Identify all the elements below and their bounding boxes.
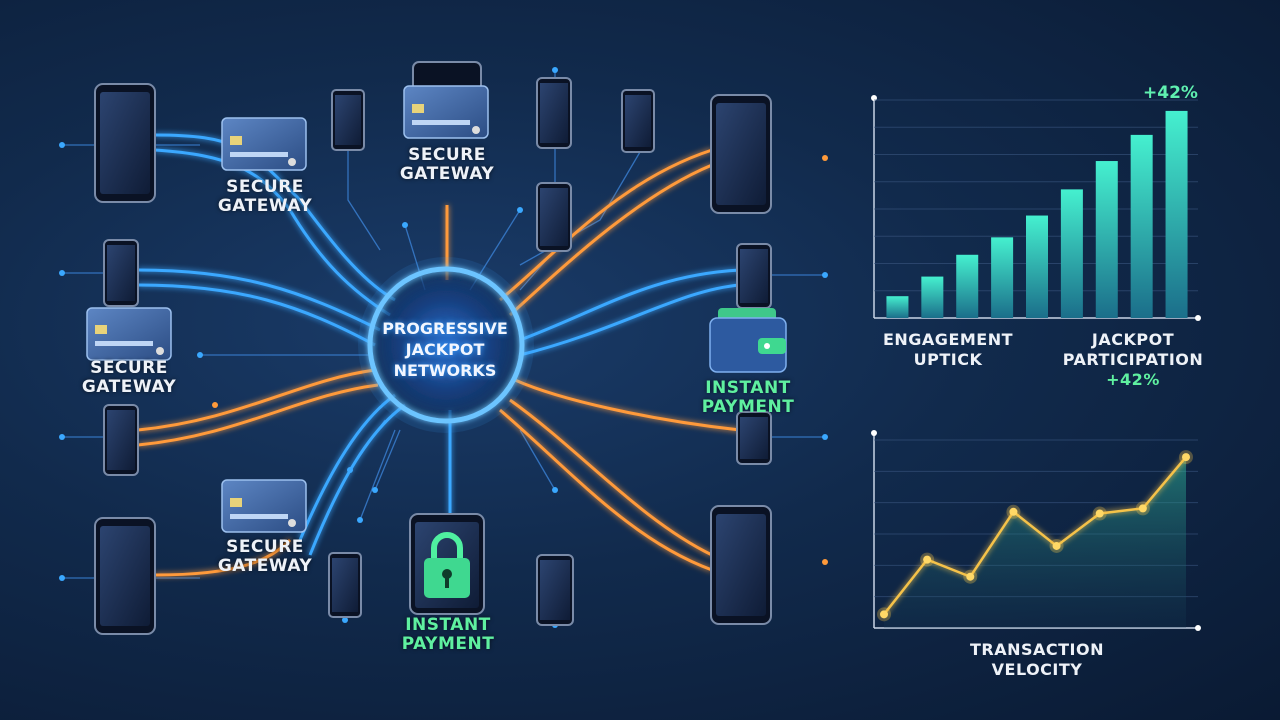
data-point [1095,509,1104,518]
phone-icon [710,505,772,625]
data-point [1009,507,1018,516]
bar [1026,215,1048,318]
phone-icon [736,243,772,309]
card-icon [86,307,172,361]
phone-icon [328,552,362,618]
card-icon [403,85,489,139]
phone-icon [710,94,772,214]
bar [1130,134,1153,318]
bar [1060,189,1083,318]
gateway-label: SECURE GATEWAY [399,145,495,184]
phone-icon [536,554,574,626]
phone-icon [94,517,156,635]
bar [991,237,1014,318]
phone-icon [331,89,365,151]
phone-icon [536,182,572,252]
orange-flows [137,148,741,577]
data-point [1182,453,1190,462]
hub-title: PROGRESSIVE JACKPOT NETWORKS [382,319,508,380]
phone-icon [536,77,572,149]
series-line [883,456,1187,616]
area-fill [884,457,1186,628]
engagement-label: ENGAGEMENT UPTICK [882,330,1014,369]
phone-icon [94,83,156,203]
phone-icon [103,404,139,476]
phone-icon [736,411,772,465]
phone-icon [621,89,655,153]
line-chart-title: TRANSACTION VELOCITY [969,640,1104,679]
data-point [880,610,888,619]
wallet-icon [709,308,787,373]
phone-icon [103,239,139,307]
bar-chart [871,95,1201,321]
data-point [1138,504,1147,513]
gateway-label: SECURE GATEWAY [217,537,313,576]
participation-label: JACKPOT PARTICIPATION [1062,330,1204,369]
data-point [1052,541,1061,550]
card-icon [221,117,307,171]
bar [1165,110,1188,319]
bar [956,254,979,318]
gateway-label: SECURE GATEWAY [217,177,313,216]
payment-label: INSTANT PAYMENT [401,615,495,654]
gateway-label: SECURE GATEWAY [81,358,177,397]
line-chart [871,430,1201,631]
card-icon [221,479,307,533]
cards [86,85,489,533]
payment-label: INSTANT PAYMENT [701,378,795,417]
participation-percent: +42% [1106,370,1160,389]
data-point [966,572,975,581]
bar [1095,161,1118,318]
bar-top-percent: +42% [1143,83,1198,103]
data-point [923,555,932,564]
bar [886,296,909,318]
hub-node [358,257,534,433]
lock-icon [424,532,470,598]
bar [921,276,944,318]
blue-flows [137,133,741,556]
